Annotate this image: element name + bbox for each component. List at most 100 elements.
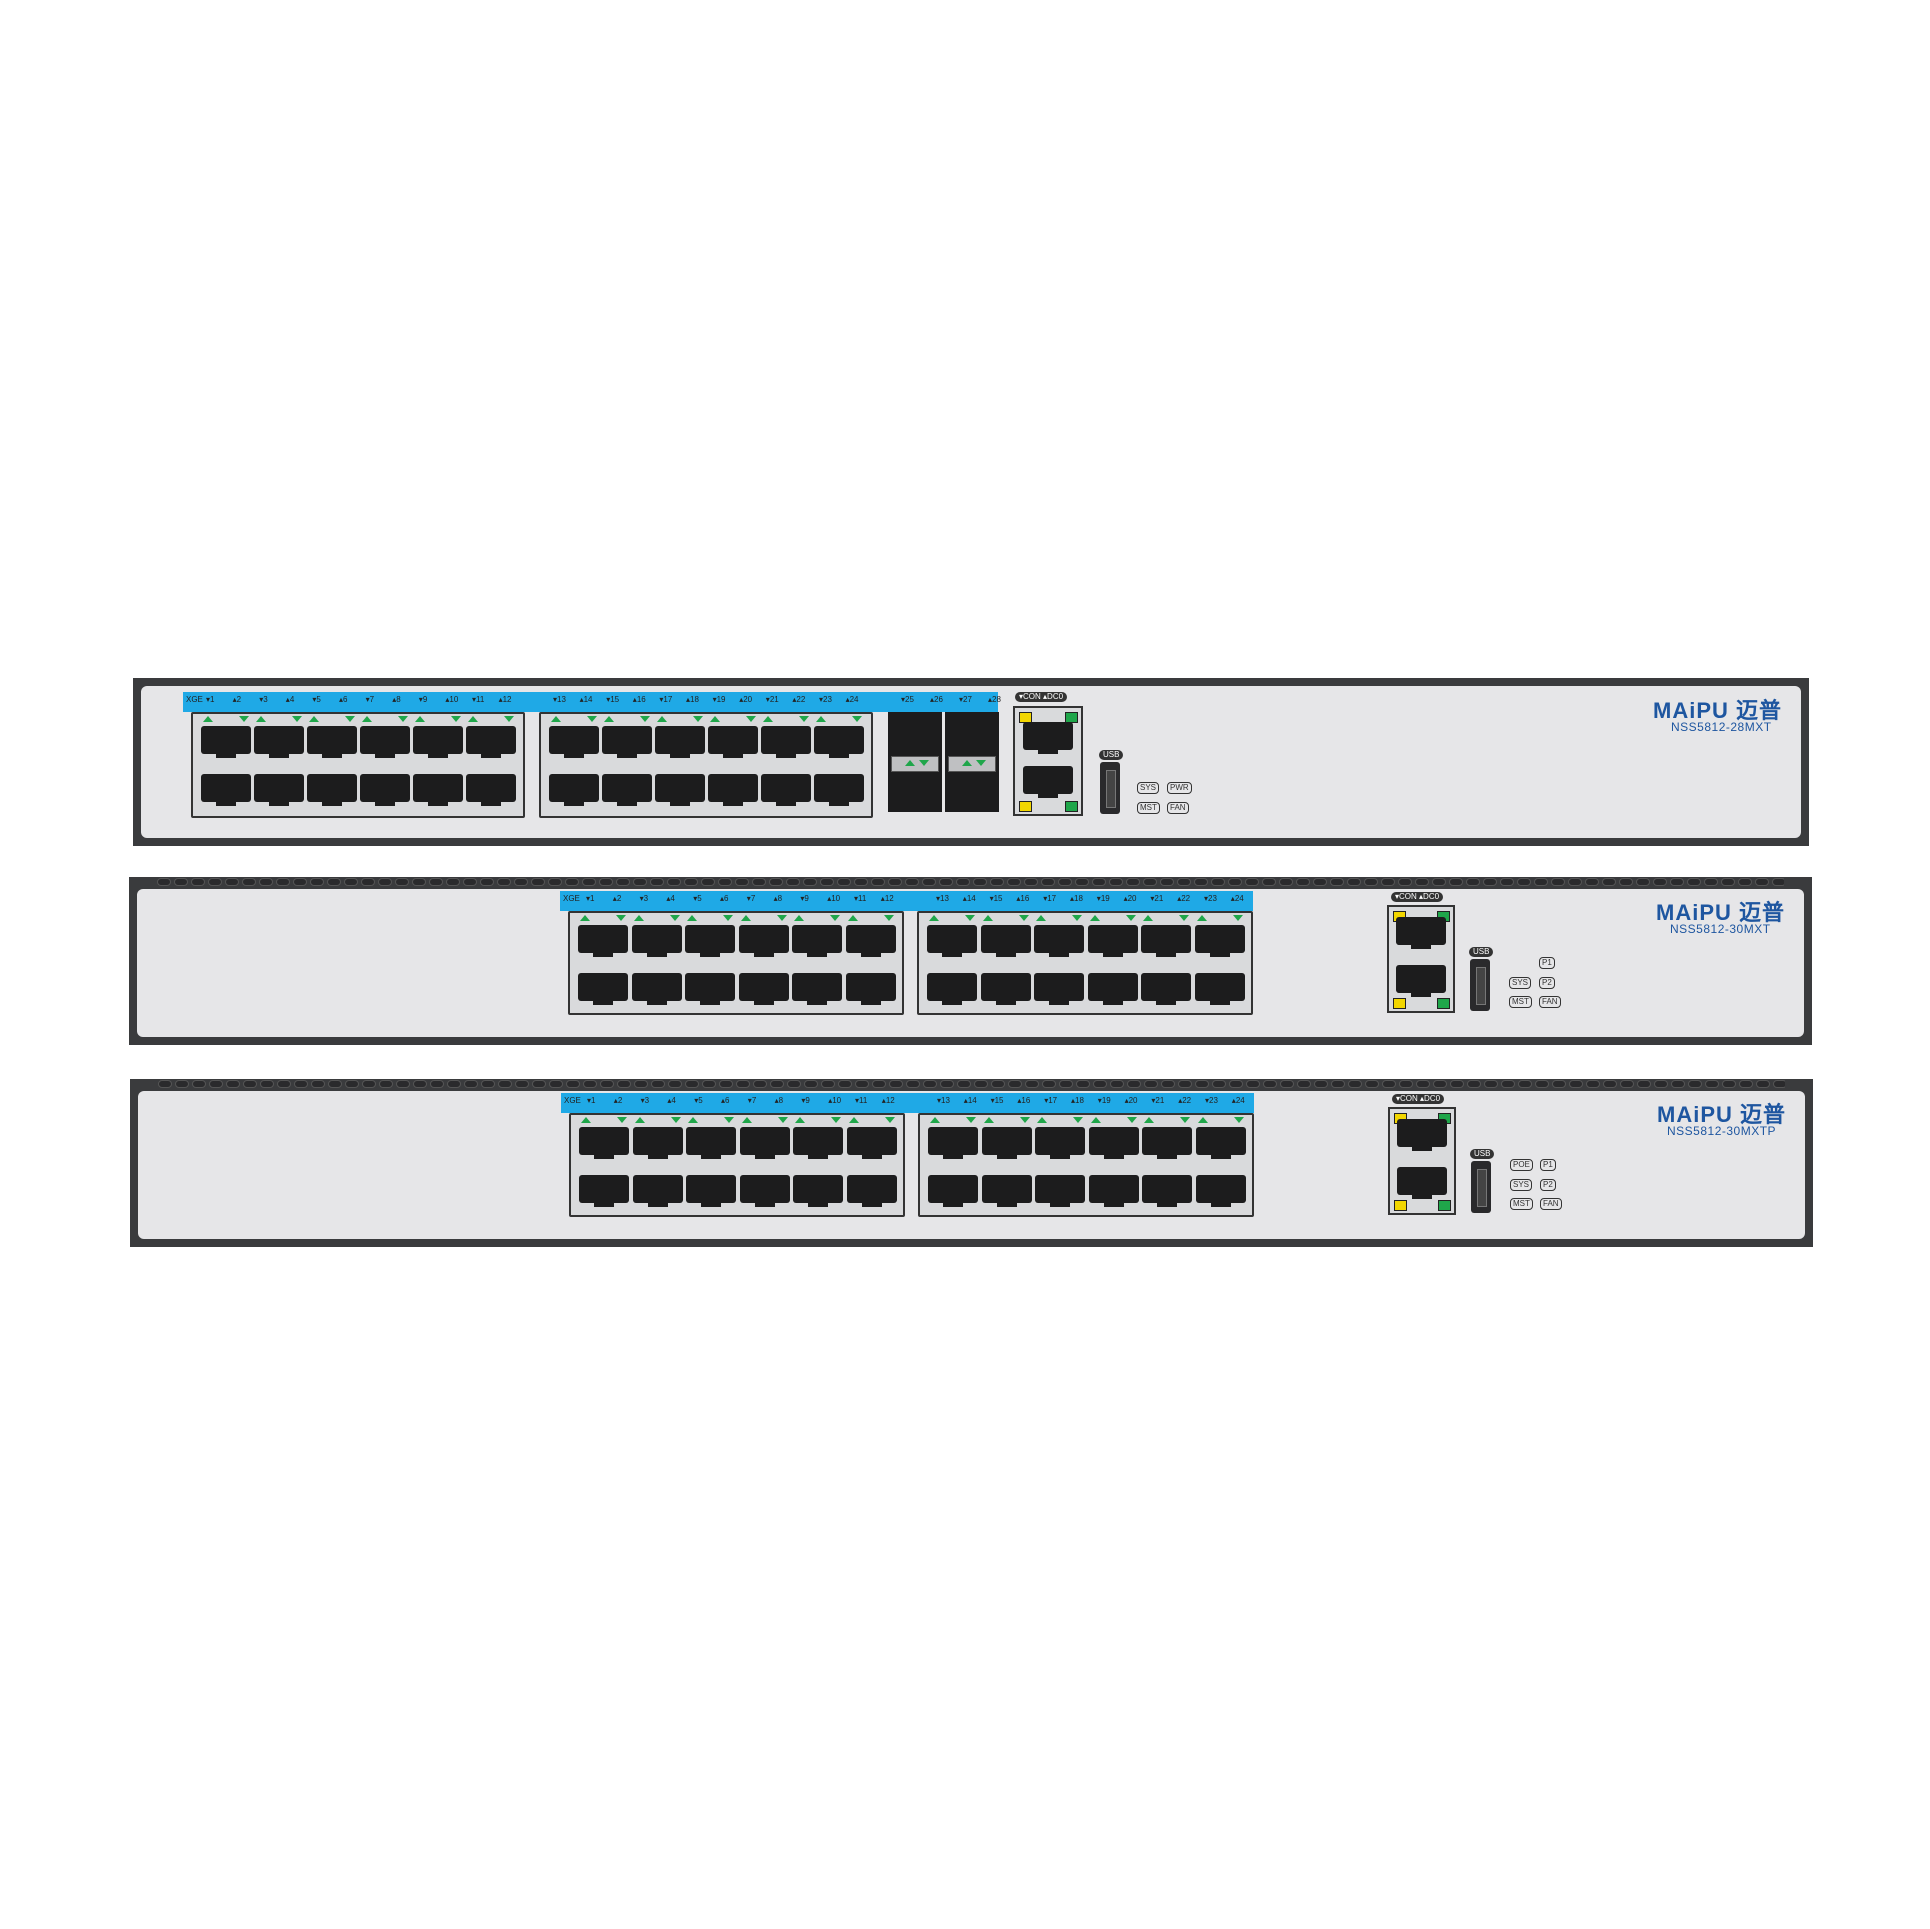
rj45-port[interactable] bbox=[1141, 923, 1191, 957]
rj45-port[interactable] bbox=[708, 724, 758, 758]
rj45-port[interactable] bbox=[792, 971, 842, 1005]
rj45-port[interactable] bbox=[655, 772, 705, 806]
mgmt-port[interactable] bbox=[1397, 1165, 1447, 1199]
rj45-port[interactable] bbox=[814, 724, 864, 758]
console-port[interactable] bbox=[1023, 720, 1073, 754]
rj45-port[interactable] bbox=[466, 772, 516, 806]
port-number-label: ▴6 bbox=[720, 894, 729, 903]
rj45-port[interactable] bbox=[631, 923, 682, 957]
rj45-port[interactable] bbox=[793, 1125, 843, 1159]
rj45-port[interactable] bbox=[739, 1125, 790, 1159]
rj45-port[interactable] bbox=[254, 772, 304, 806]
vent-slot bbox=[514, 878, 528, 886]
led-mst: MST bbox=[1137, 802, 1160, 814]
rj45-port[interactable] bbox=[254, 724, 304, 758]
sfp-cage-27-28[interactable] bbox=[945, 712, 999, 812]
rj45-port[interactable] bbox=[1194, 923, 1245, 957]
rj45-port[interactable] bbox=[927, 923, 977, 957]
rj45-port[interactable] bbox=[602, 724, 652, 758]
rj45-port[interactable] bbox=[981, 1125, 1032, 1159]
rj45-port[interactable] bbox=[1195, 1125, 1246, 1159]
rj45-port[interactable] bbox=[845, 923, 896, 957]
vent-slot bbox=[1161, 1080, 1175, 1088]
model-name: NSS5812-30MXTP bbox=[1667, 1124, 1777, 1138]
rj45-port[interactable] bbox=[413, 772, 463, 806]
rj45-port[interactable] bbox=[1194, 971, 1245, 1005]
rj45-port[interactable] bbox=[1034, 971, 1084, 1005]
port-number-label: ▾13 bbox=[553, 695, 566, 704]
rj45-port[interactable] bbox=[602, 772, 652, 806]
usb-port[interactable] bbox=[1100, 762, 1120, 814]
rj45-port[interactable] bbox=[549, 724, 599, 758]
rj45-port[interactable] bbox=[578, 923, 628, 957]
rj45-port[interactable] bbox=[1035, 1125, 1085, 1159]
port-number-label: ▴12 bbox=[498, 695, 512, 704]
rj45-port[interactable] bbox=[201, 772, 251, 806]
rj45-port[interactable] bbox=[360, 772, 410, 806]
port-led-down bbox=[1126, 1117, 1137, 1123]
console-port[interactable] bbox=[1397, 1117, 1447, 1151]
rj45-port[interactable] bbox=[632, 1173, 683, 1207]
rj45-port[interactable] bbox=[792, 923, 842, 957]
rj45-port[interactable] bbox=[1088, 1173, 1139, 1207]
rj45-port[interactable] bbox=[466, 724, 516, 758]
rj45-port[interactable] bbox=[685, 971, 735, 1005]
rj45-port[interactable] bbox=[928, 1125, 978, 1159]
rj45-port[interactable] bbox=[1034, 923, 1084, 957]
rj45-port[interactable] bbox=[685, 923, 735, 957]
rj45-port[interactable] bbox=[1087, 971, 1138, 1005]
vent-slot bbox=[855, 1080, 869, 1088]
rj45-port[interactable] bbox=[579, 1125, 629, 1159]
port-led-down bbox=[670, 1117, 681, 1123]
rj45-port[interactable] bbox=[360, 724, 410, 758]
rj45-port[interactable] bbox=[578, 971, 628, 1005]
rj45-port[interactable] bbox=[655, 724, 705, 758]
rj45-port[interactable] bbox=[761, 724, 811, 758]
rj45-port[interactable] bbox=[793, 1173, 843, 1207]
rj45-port[interactable] bbox=[201, 724, 251, 758]
rj45-port[interactable] bbox=[927, 971, 977, 1005]
rj45-port[interactable] bbox=[307, 772, 357, 806]
rj45-port[interactable] bbox=[846, 1125, 897, 1159]
port-led-up bbox=[634, 1117, 645, 1123]
vent-slot bbox=[821, 1080, 835, 1088]
rj45-port[interactable] bbox=[761, 772, 811, 806]
rj45-port[interactable] bbox=[631, 971, 682, 1005]
rj45-port[interactable] bbox=[928, 1173, 978, 1207]
rj45-port[interactable] bbox=[981, 1173, 1032, 1207]
rj45-port[interactable] bbox=[1087, 923, 1138, 957]
rj45-port[interactable] bbox=[1141, 971, 1191, 1005]
rj45-port[interactable] bbox=[814, 772, 864, 806]
rj45-port[interactable] bbox=[1195, 1173, 1246, 1207]
rj45-port[interactable] bbox=[738, 971, 789, 1005]
port-led-up bbox=[633, 915, 644, 921]
mgmt-port[interactable] bbox=[1396, 963, 1446, 997]
rj45-port[interactable] bbox=[980, 923, 1031, 957]
usb-port[interactable] bbox=[1471, 1161, 1491, 1213]
vent-slot bbox=[1670, 878, 1684, 886]
usb-port[interactable] bbox=[1470, 959, 1490, 1011]
rj45-port[interactable] bbox=[549, 772, 599, 806]
rj45-port[interactable] bbox=[307, 724, 357, 758]
port-number-label: ▴16 bbox=[1017, 1096, 1031, 1105]
rj45-port[interactable] bbox=[632, 1125, 683, 1159]
mgmt-port[interactable] bbox=[1023, 764, 1073, 798]
rj45-port[interactable] bbox=[1035, 1173, 1085, 1207]
rj45-port[interactable] bbox=[686, 1125, 736, 1159]
console-port[interactable] bbox=[1396, 915, 1446, 949]
rj45-port[interactable] bbox=[579, 1173, 629, 1207]
mgmt-led-yellow bbox=[1394, 1200, 1407, 1211]
rj45-port[interactable] bbox=[739, 1173, 790, 1207]
rj45-port[interactable] bbox=[708, 772, 758, 806]
rj45-port[interactable] bbox=[846, 1173, 897, 1207]
rj45-port[interactable] bbox=[738, 923, 789, 957]
rj45-port[interactable] bbox=[686, 1173, 736, 1207]
rj45-port[interactable] bbox=[845, 971, 896, 1005]
rj45-port[interactable] bbox=[980, 971, 1031, 1005]
port-number-label: ▾7 bbox=[746, 894, 756, 903]
rj45-port[interactable] bbox=[1142, 1173, 1192, 1207]
rj45-port[interactable] bbox=[1088, 1125, 1139, 1159]
rj45-port[interactable] bbox=[1142, 1125, 1192, 1159]
sfp-cage-25-26[interactable] bbox=[888, 712, 942, 812]
rj45-port[interactable] bbox=[413, 724, 463, 758]
